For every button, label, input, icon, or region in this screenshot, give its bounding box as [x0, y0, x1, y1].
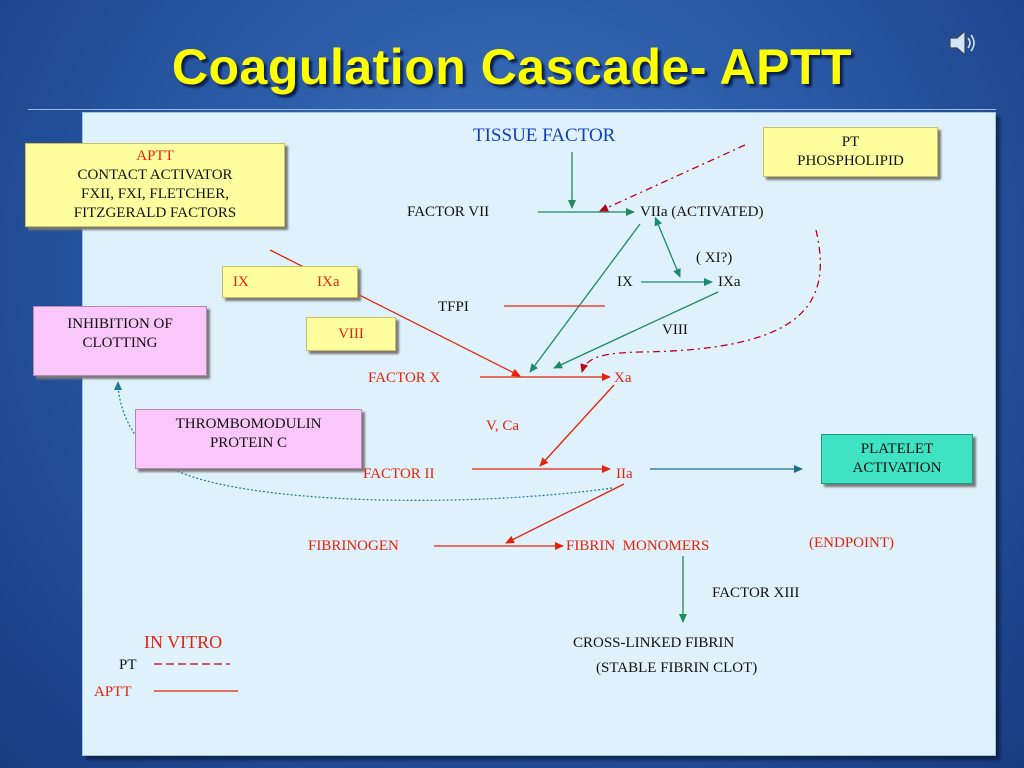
pt-phospholipid-box: PT PHOSPHOLIPID [763, 127, 938, 177]
viii-box: VIII [306, 317, 396, 351]
fibrinogen-label: FIBRINOGEN [308, 538, 399, 554]
viii-right-label: VIII [662, 322, 688, 338]
xa-label: Xa [614, 370, 632, 386]
tissue-factor-label: TISSUE FACTOR [473, 125, 616, 146]
ixa-right-label: IXa [718, 274, 741, 290]
aptt-box-line: FXII, FXI, FLETCHER, [81, 186, 229, 202]
platelet-activation-box: PLATELET ACTIVATION [821, 434, 973, 484]
legend-pt-label: PT [119, 657, 137, 673]
ix-ixa-box: IX IXa [222, 266, 358, 298]
aptt-box-line: CONTACT ACTIVATOR [77, 167, 233, 183]
factor-x-label: FACTOR X [368, 370, 441, 386]
thrombomodulin-box-line: THROMBOMODULIN [175, 416, 322, 432]
stable-fibrin-clot-label: (STABLE FIBRIN CLOT) [596, 660, 758, 676]
ix-right-label: IX [617, 274, 633, 290]
pt-box-line: PHOSPHOLIPID [797, 153, 904, 169]
factor-xiii-label: FACTOR XIII [712, 585, 800, 601]
v-ca-label: V, Ca [486, 418, 520, 434]
aptt-box-line: FITZGERALD FACTORS [73, 205, 237, 221]
viii-label: VIII [338, 326, 364, 342]
inhibition-box: INHIBITION OF CLOTTING [33, 306, 207, 376]
inhibition-box-line: CLOTTING [82, 335, 158, 351]
viia-label: VIIa (ACTIVATED) [640, 204, 764, 220]
slide-title: Coagulation Cascade- APTT [171, 39, 853, 95]
cross-linked-fibrin-label: CROSS-LINKED FIBRIN [573, 635, 735, 651]
factor-ii-label: FACTOR II [363, 466, 435, 482]
aptt-box-title: APTT [136, 148, 174, 164]
tfpi-label: TFPI [438, 299, 469, 315]
fibrin-monomers-label: FIBRIN MONOMERS [566, 538, 710, 554]
inhibition-box-line: INHIBITION OF [67, 316, 173, 332]
iia-label: IIa [616, 466, 633, 482]
aptt-contact-box: APTT CONTACT ACTIVATOR FXII, FXI, FLETCH… [25, 143, 285, 227]
legend-aptt-label: APTT [94, 684, 132, 700]
in-vitro-heading: IN VITRO [144, 632, 223, 652]
endpoint-label: (ENDPOINT) [809, 535, 894, 551]
thrombomodulin-box: THROMBOMODULIN PROTEIN C [135, 409, 362, 469]
factor-vii-label: FACTOR VII [407, 204, 490, 220]
thrombomodulin-box-line: PROTEIN C [209, 435, 288, 451]
platelet-box-line: PLATELET [860, 441, 934, 457]
pt-box-line: PT [841, 134, 860, 150]
platelet-box-line: ACTIVATION [852, 460, 942, 476]
ixa-label: IXa [317, 274, 340, 290]
title-divider [28, 109, 996, 110]
speaker-icon[interactable] [946, 27, 980, 59]
ix-label: IX [233, 274, 249, 290]
xi-question-label: ( XI?) [696, 250, 733, 266]
